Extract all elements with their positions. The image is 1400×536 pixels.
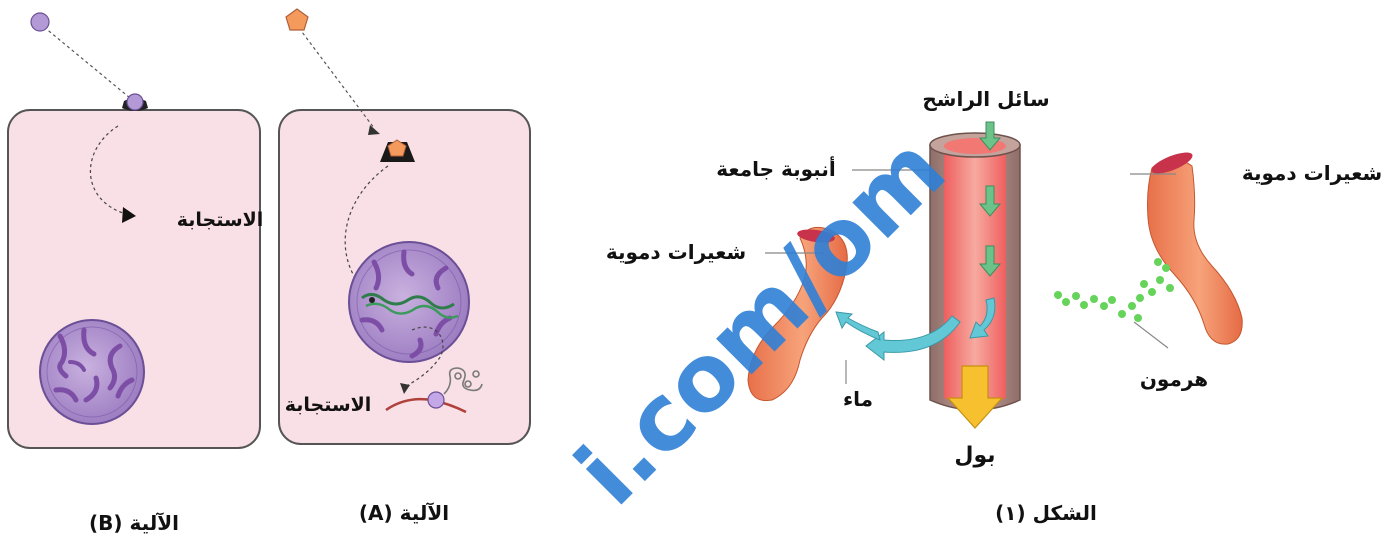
mechanism-b: الاستجابة الآلية (B) [8, 13, 263, 535]
signal-path [44, 27, 130, 98]
capillaries-left-label: شعيرات دموية [606, 240, 746, 264]
leader-line [1134, 322, 1168, 348]
mechanism-a-caption: الآلية (A) [359, 501, 449, 525]
capillary-right [1148, 148, 1243, 344]
hormone-molecule [286, 9, 308, 30]
bound-ligand [127, 94, 143, 110]
water-label: ماء [843, 387, 873, 411]
ribosome [428, 392, 444, 408]
figure-1-caption: الشكل (١) [995, 501, 1097, 525]
hormone-label: هرمون [1140, 367, 1208, 391]
hormone-particles [1054, 258, 1174, 322]
water-arrow-2 [836, 312, 880, 340]
nucleus [349, 242, 469, 362]
urine-label: بول [954, 443, 995, 468]
mechanism-b-caption: الآلية (B) [89, 511, 179, 535]
nucleus [40, 320, 144, 424]
response-label: الاستجابة [177, 209, 264, 231]
ligand-molecule [31, 13, 49, 31]
capillaries-right-label: شعيرات دموية [1242, 161, 1382, 185]
response-label: الاستجابة [285, 394, 372, 416]
collecting-duct-label: أنبوبة جامعة [716, 155, 835, 181]
filtrate-label: سائل الراشح [922, 87, 1049, 111]
mechanism-a: الاستجابة الآلية (A) [279, 9, 530, 525]
